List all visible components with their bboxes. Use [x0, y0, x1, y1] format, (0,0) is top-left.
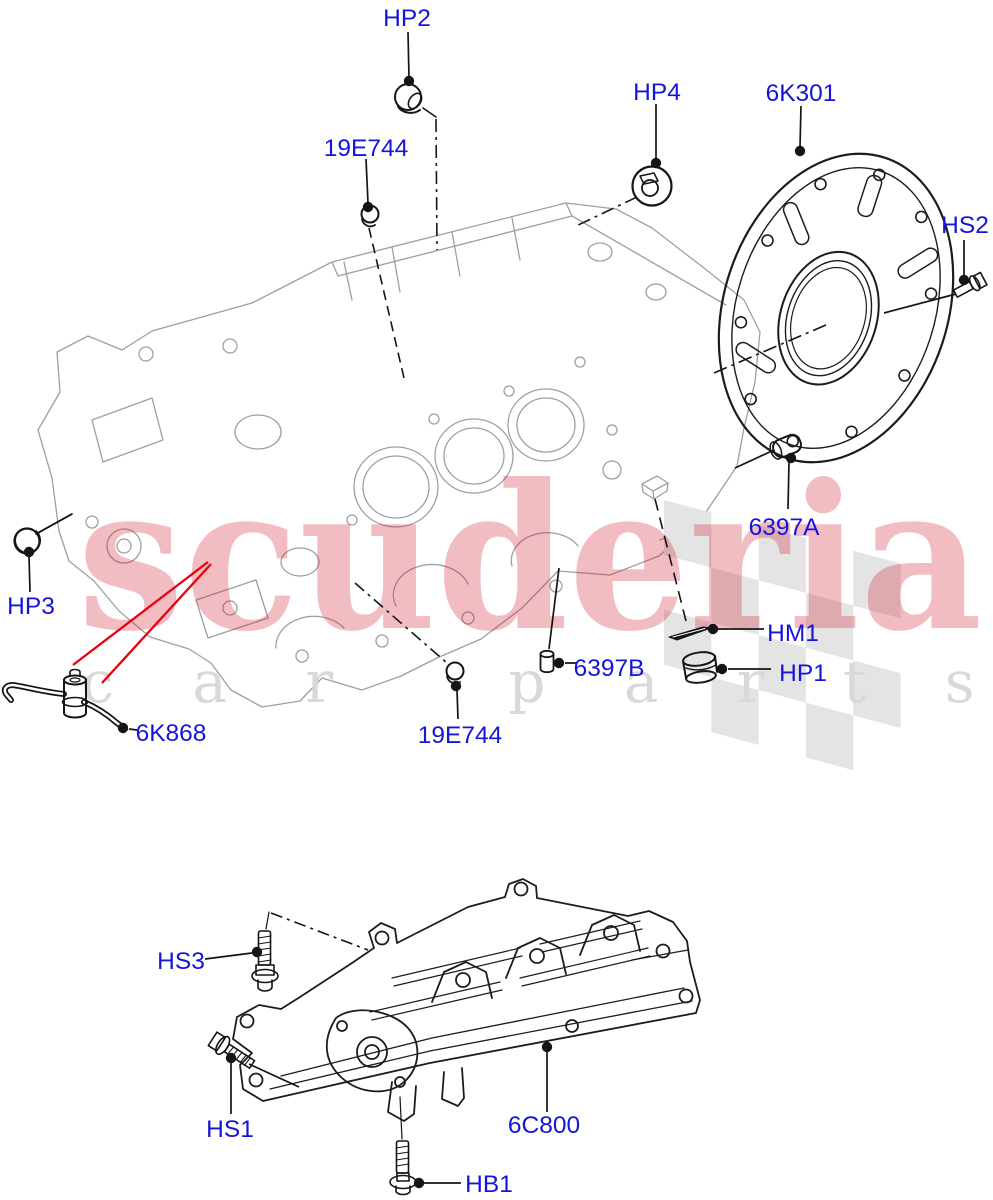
windage-tray-drawing: [232, 878, 701, 1122]
part-label-19e744-bottom[interactable]: 19E744: [418, 722, 502, 749]
part-label-hm1[interactable]: HM1: [767, 620, 819, 647]
reference-dash-lines: [270, 118, 827, 951]
part-label-hp1[interactable]: HP1: [779, 660, 827, 687]
rear-seal-plate-drawing: [717, 152, 955, 464]
part-label-hp2[interactable]: HP2: [383, 5, 431, 32]
part-hs3-bolt: [251, 911, 279, 992]
part-6397b-dowel: [539, 649, 555, 674]
red-pointer-lines: [72, 561, 212, 684]
part-label-6k301[interactable]: 6K301: [766, 80, 837, 107]
part-hs1-bolt: [207, 1031, 256, 1069]
part-labels: HP2 19E744 HP4 6K301 HS2 HP3 6397A HM1 H…: [7, 5, 989, 1198]
checkered-flag-watermark: [664, 500, 901, 771]
part-label-hp4[interactable]: HP4: [633, 79, 681, 106]
part-label-hs3[interactable]: HS3: [157, 948, 205, 975]
watermark-brand: scuderia: [78, 441, 983, 676]
leader-dots: [23, 75, 970, 1189]
part-label-6397a[interactable]: 6397A: [749, 514, 821, 541]
part-label-6k868[interactable]: 6K868: [136, 720, 207, 747]
part-label-6c800[interactable]: 6C800: [508, 1112, 580, 1139]
part-hp2-plug: [394, 83, 437, 118]
part-label-hs2[interactable]: HS2: [941, 212, 989, 239]
part-label-hp3[interactable]: HP3: [7, 593, 55, 620]
part-label-hb1[interactable]: HB1: [465, 1171, 513, 1198]
part-label-19e744-top[interactable]: 19E744: [324, 135, 408, 162]
part-label-6397b[interactable]: 6397B: [574, 655, 645, 682]
part-hp3-cap: [13, 513, 73, 555]
cylinder-bores: [353, 388, 585, 528]
part-hp1-cap: [682, 651, 718, 684]
part-hp4-plug: [631, 165, 673, 207]
part-hs2-bolt: [952, 271, 988, 298]
part-6k868-oil-jet: [1, 668, 127, 731]
part-hb1-bolt: [389, 1096, 417, 1196]
part-label-hs1[interactable]: HS1: [206, 1116, 254, 1143]
leader-lines: [28, 31, 965, 1184]
engine-block-drawing: [37, 202, 761, 708]
